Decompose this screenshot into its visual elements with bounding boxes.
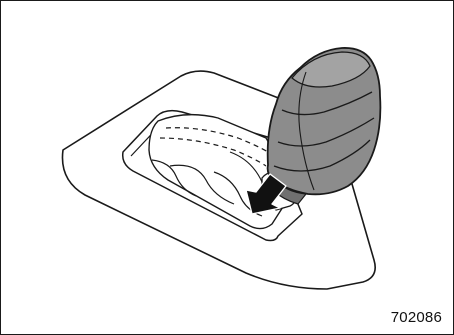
figure-code: 702086 — [391, 309, 442, 326]
